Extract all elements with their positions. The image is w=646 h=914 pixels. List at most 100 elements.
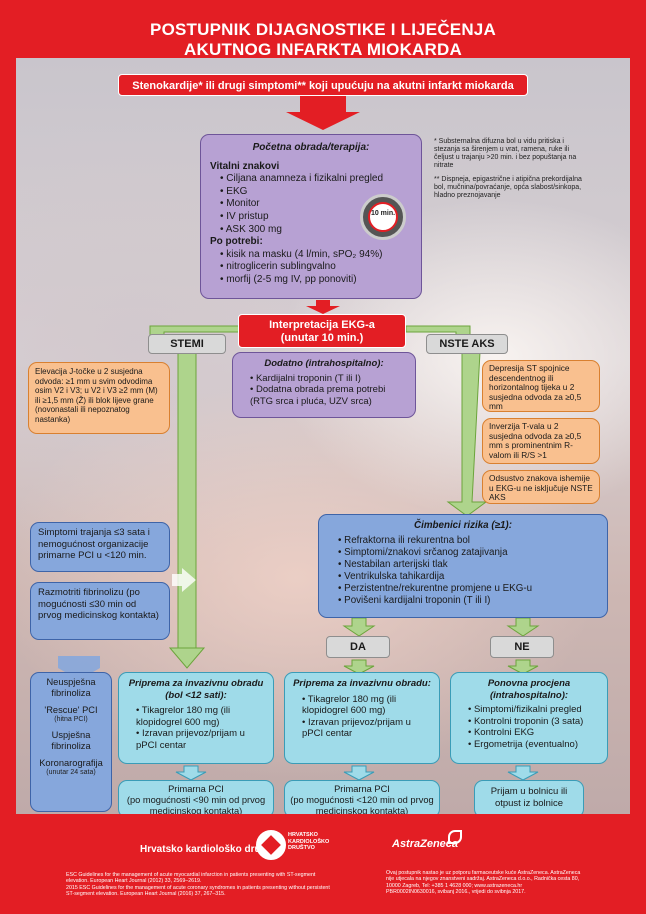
yes-label: DA — [326, 636, 390, 658]
pci2-title: Primarna PCI — [334, 784, 390, 794]
sponsor-text: Ovaj postupnik nastao je uz potporu farm… — [386, 870, 581, 889]
nste-criteria-text: Odsustvo znakova ishemije u EKG-u ne isk… — [489, 473, 593, 503]
reference-2: 2015 ESC Guidelines for the management o… — [66, 884, 330, 898]
prep1-list: Tikagrelor 180 mg (ili klopidogrel 600 m… — [126, 705, 266, 751]
list-item: Ciljana anamneza i fizikalni pregled — [220, 173, 412, 186]
list-item: Nestabilan arterijski tlak — [338, 559, 598, 571]
primary-pci-box-2: Primarna PCI (po mogućnosti <120 min od … — [284, 780, 440, 818]
stemi-label-text: STEMI — [170, 338, 204, 350]
nste-label-text: NSTE AKS — [439, 338, 495, 350]
discharge-text: Prijam u bolnicu ili otpust iz bolnice — [490, 786, 568, 809]
ekg-line-1: Interpretacija EKG-a — [269, 319, 375, 331]
list-item: kisik na masku (4 l/min, sPO₂ 94%) — [220, 249, 412, 262]
ne-to-reassess-arrow — [507, 659, 539, 675]
successful-fibrinolysis: Uspješna fibrinoliza — [51, 730, 91, 751]
pci2-detail: (po mogućnosti <120 min od prvog medicin… — [290, 794, 434, 816]
additional-list: Kardijalni troponin (T ili I) Dodatna ob… — [240, 373, 408, 408]
nste-criteria-text: Inverzija T-vala u 2 susjedna odvoda za … — [489, 421, 582, 460]
fibrinolysis-outcomes-box: Neuspješna fibrinoliza 'Rescue' PCI (hit… — [30, 672, 112, 812]
nste-label: NSTE AKS — [426, 334, 508, 354]
additional-box: Dodatno (intrahospitalno): Kardijalni tr… — [232, 352, 416, 418]
ekg-line-2: (unutar 10 min.) — [280, 332, 364, 344]
no-label: NE — [490, 636, 554, 658]
initial-heading: Početna obrada/terapija: — [252, 142, 370, 153]
list-item: Monitor — [220, 198, 412, 211]
rescue-pci-sub: (hitna PCI) — [54, 716, 88, 723]
coronarography: Koronarografija — [39, 758, 103, 768]
stemi-arrow — [168, 351, 206, 669]
list-item: Povišeni kardijalni troponin (T ili I) — [338, 595, 598, 607]
fibrinolysis-box: Razmotriti fibrinolizu (po mogućnosti ≤3… — [30, 582, 170, 640]
ekg-arrow — [306, 300, 340, 314]
rescue-pci: 'Rescue' PCI — [44, 705, 98, 715]
prep2-list: Tikagrelor 180 mg (ili klopidogrel 600 m… — [292, 694, 432, 740]
nste-criteria-3: Odsustvo znakova ishemije u EKG-u ne isk… — [482, 470, 600, 504]
reference-1: ESC Guidelines for the management of acu… — [66, 872, 316, 885]
prep2-heading: Priprema za invazivnu obradu: — [293, 678, 431, 689]
list-item: Simptomi/znakovi srčanog zatajivanja — [338, 547, 598, 559]
symptoms-banner-text: Stenokardije* ili drugi simptomi** koji … — [132, 80, 514, 92]
page-title: POSTUPNIK DIJAGNOSTIKE I LIJEČENJA AKUTN… — [0, 20, 646, 60]
list-item: morfij (2-5 mg IV, pp ponoviti) — [220, 274, 412, 287]
prep-box-2: Priprema za invazivnu obradu: Tikagrelor… — [284, 672, 440, 764]
list-item: Dodatna obrada prema potrebi (RTG srca i… — [250, 384, 408, 407]
reassess-list: Simptomi/fizikalni pregled Kontrolni tro… — [458, 704, 600, 750]
list-item: Ventrikulska tahikardija — [338, 571, 598, 583]
list-item: Ergometrija (eventualno) — [468, 739, 600, 751]
list-item: Perzistentne/rekurentne promjene u EKG-u — [338, 583, 598, 595]
pci1-title: Primarna PCI — [168, 784, 224, 794]
list-item: IV pristup — [220, 211, 412, 224]
failed-fibrinolysis: Neuspješna fibrinoliza — [46, 677, 96, 698]
stemi-criteria-box: Elevacija J-točke u 2 susjedna odvoda: ≥… — [28, 362, 170, 434]
fibrinolysis-box-text: Razmotriti fibrinolizu (po mogućnosti ≤3… — [38, 587, 159, 621]
list-item: Refraktorna ili rekurentna bol — [338, 535, 598, 547]
references: ESC Guidelines for the management of acu… — [66, 872, 336, 898]
coronarography-sub: (unutar 24 sata) — [46, 769, 96, 776]
title-line-2: AKUTNOG INFARKTA MIOKARDA — [184, 40, 462, 59]
vital-signs: Vitalni znakovi — [210, 160, 280, 172]
risk-factors-box: Čimbenici rizika (≥1): Refraktorna ili r… — [318, 514, 608, 618]
symptoms-box-text: Simptomi trajanja ≤3 sata i nemogućnost … — [38, 527, 150, 561]
list-item: Kardijalni troponin (T ili I) — [250, 373, 408, 385]
title-line-1: POSTUPNIK DIJAGNOSTIKE I LIJEČENJA — [150, 20, 496, 39]
primary-pci-box-1: Primarna PCI (po mogućnosti <90 min od p… — [118, 780, 274, 818]
symptoms-banner: Stenokardije* ili drugi simptomi** koji … — [118, 74, 528, 96]
list-item: nitroglicerin sublingvalno — [220, 261, 412, 274]
as-needed-label: Po potrebi: — [210, 236, 263, 248]
list-item: Kontrolni EKG — [468, 727, 600, 739]
risk-to-ne-arrow — [506, 617, 540, 637]
footnote-2: ** Dispneja, epigastrične i atipična pre… — [434, 176, 582, 199]
list-item: Tikagrelor 180 mg (ili klopidogrel 600 m… — [302, 694, 432, 717]
prep1-heading: Priprema za invazivnu obradu (bol <12 sa… — [128, 678, 264, 701]
additional-heading: Dodatno (intrahospitalno): — [264, 358, 384, 369]
prep2-to-pci-arrow — [343, 765, 375, 781]
initial-list: Ciljana anamneza i fizikalni pregled EKG… — [210, 173, 412, 236]
banner-arrow — [286, 96, 360, 130]
reassess-to-discharge-arrow — [507, 765, 539, 781]
prep-box-1: Priprema za invazivnu obradu (bol <12 sa… — [118, 672, 274, 764]
pci1-detail: (po mogućnosti <90 min od prvog medicins… — [126, 794, 266, 816]
heart-logo-icon — [256, 830, 286, 860]
ekg-interpretation-banner: Interpretacija EKG-a (unutar 10 min.) — [238, 314, 406, 348]
logo-text: HRVATSKO KARDIOLOŠKO DRUŠTVO — [288, 832, 330, 851]
risk-list: Refraktorna ili rekurentna bol Simptomi/… — [328, 535, 598, 607]
clock-label: 10 min. — [370, 210, 396, 217]
footer: Hrvatsko kardiološko društvo HRVATSKO KA… — [0, 814, 646, 914]
reassess-heading: Ponovna procjena (intrahospitalno): — [487, 678, 571, 701]
risk-heading: Čimbenici rizika (≥1): — [414, 520, 512, 531]
list-item: EKG — [220, 186, 412, 199]
list-item: Simptomi/fizikalni pregled — [468, 704, 600, 716]
discharge-box: Prijam u bolnicu ili otpust iz bolnice — [474, 780, 584, 818]
list-item: Tikagrelor 180 mg (ili klopidogrel 600 m… — [136, 705, 266, 728]
as-needed-list: kisik na masku (4 l/min, sPO₂ 94%) nitro… — [210, 249, 412, 287]
symptoms-box: Simptomi trajanja ≤3 sata i nemogućnost … — [30, 522, 170, 572]
symptoms-to-fibrinolysis-arrow — [172, 568, 196, 592]
stemi-criteria-text: Elevacija J-točke u 2 susjedna odvoda: ≥… — [35, 367, 158, 424]
document-code: PBR0002IN0630016, svibanj 2016., vrijedi… — [386, 889, 526, 896]
prep1-to-pci-arrow — [175, 765, 207, 781]
list-item: ASK 300 mg — [220, 224, 412, 237]
reassess-box: Ponovna procjena (intrahospitalno): Simp… — [450, 672, 608, 764]
nste-criteria-1: Depresija ST spojnice descendentnog ili … — [482, 360, 600, 412]
